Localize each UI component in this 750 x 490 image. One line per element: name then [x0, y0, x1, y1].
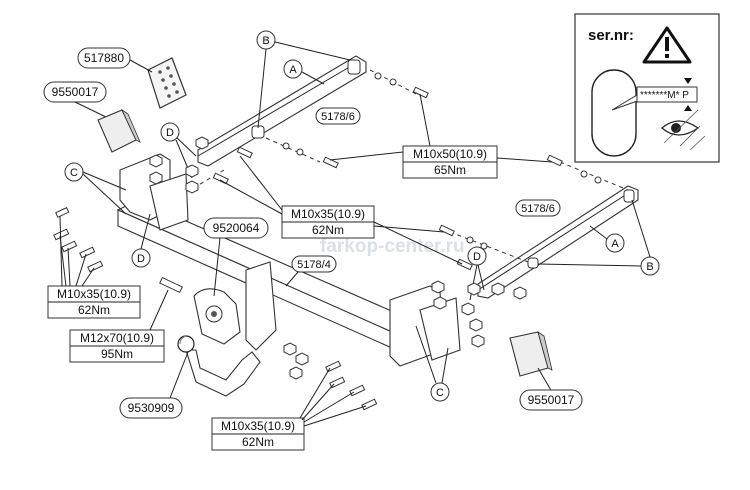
- part-number-main-bar: 5178/4: [297, 259, 331, 271]
- part-number-module-left: 9550017: [52, 85, 99, 99]
- socket-plate-part: [193, 288, 241, 345]
- part-number-5178-4-box: [291, 255, 337, 273]
- assembly-dashed-line: [265, 137, 321, 163]
- tow-ball-part: [177, 335, 261, 397]
- leader-line: [74, 101, 109, 119]
- torque-spec-box-m10x50: M10x50(10.9) 65Nm: [329, 93, 553, 179]
- torque-spec-box-m10x35-upper: M10x35(10.9) 62Nm: [219, 155, 463, 265]
- callout-B-left: B: [256, 30, 351, 129]
- leader-line: [129, 59, 153, 73]
- torque-value: 95Nm: [101, 347, 133, 361]
- serial-number-panel: ser.nr: *******M* P: [574, 13, 720, 163]
- torque-spec-box-m10x35-left: M10x35(10.9) 62Nm: [47, 215, 141, 319]
- module-right-side: [537, 331, 553, 371]
- leader-line: [285, 271, 299, 287]
- part-number-9520064-box: [203, 217, 269, 239]
- serial-panel-title: ser.nr:: [588, 27, 634, 44]
- bolt-spec: M10x35(10.9): [221, 419, 295, 433]
- callout-D-text: D: [473, 251, 481, 263]
- callout-D-left: D: [131, 213, 151, 268]
- callout-C-text: C: [436, 387, 444, 399]
- part-number-module-right-box: [519, 389, 583, 411]
- part-number-5178-6-left-box: [315, 107, 361, 125]
- callout-A-left: A: [283, 59, 325, 85]
- callout-A-right: A: [589, 225, 625, 253]
- bolt-spec: M12x70(10.9): [80, 331, 154, 345]
- bolt-spec: M10x35(10.9): [291, 207, 365, 221]
- part-number-side-right: 5178/6: [521, 203, 555, 215]
- part-number-517880-box: [77, 47, 131, 69]
- eye-icon: [661, 109, 706, 151]
- module-left-side: [121, 108, 141, 143]
- callout-A-text: A: [611, 238, 619, 250]
- callout-C-text: C: [70, 167, 78, 179]
- serial-plate-text: *******M* P: [640, 90, 689, 101]
- leader-line: [537, 367, 553, 393]
- part-number-9530909: 9530909: [128, 401, 175, 415]
- callout-D-top: D: [160, 122, 197, 179]
- torque-value: 62Nm: [78, 303, 110, 317]
- leader-line: [213, 237, 221, 297]
- assembly-dashed-line: [449, 231, 529, 263]
- side-bracket-right: [477, 185, 639, 299]
- part-number-9520064: 9520064: [213, 221, 260, 235]
- part-number-side-left: 5178/6: [321, 111, 355, 123]
- leader-line: [169, 351, 189, 399]
- bolt-spec: M10x50(10.9): [413, 147, 487, 161]
- arrow-down-icon: [684, 78, 692, 84]
- watermark-text: farkop-center.ru: [320, 236, 465, 257]
- callout-B-text: B: [646, 261, 653, 273]
- callout-C-right: C: [415, 325, 450, 402]
- assembly-dashed-line: [559, 161, 629, 191]
- main-crossbar: [116, 153, 461, 367]
- callout-D-text: D: [166, 127, 174, 139]
- torque-value: 65Nm: [434, 163, 466, 177]
- part-number-module-right: 9550017: [528, 393, 575, 407]
- callout-B-text: B: [262, 35, 269, 47]
- part-number-5178-6-right-box: [515, 199, 561, 217]
- callout-D-right: D: [467, 246, 487, 301]
- callout-A-text: A: [289, 64, 297, 76]
- warning-triangle-icon: [642, 26, 692, 64]
- torque-spec-box-m12x70: M12x70(10.9) 95Nm: [69, 289, 169, 363]
- serial-plate: [636, 86, 698, 103]
- center-bracket: [245, 261, 277, 351]
- arrow-up-icon: [684, 105, 692, 111]
- torque-spec-box-m10x35-bottom: M10x35(10.9) 62Nm: [211, 367, 367, 451]
- torque-value: 62Nm: [312, 223, 344, 237]
- electrics-connector-part: [147, 57, 187, 109]
- part-number-9530909-box: [119, 397, 183, 419]
- bolt-spec: M10x35(10.9): [57, 287, 131, 301]
- callout-C-left: C: [64, 162, 127, 215]
- part-number-517880: 517880: [84, 51, 124, 65]
- callout-D-text: D: [137, 253, 145, 265]
- callout-B-right: B: [537, 199, 660, 276]
- hitch-plate-outline: [591, 69, 637, 157]
- torque-value: 62Nm: [242, 435, 274, 449]
